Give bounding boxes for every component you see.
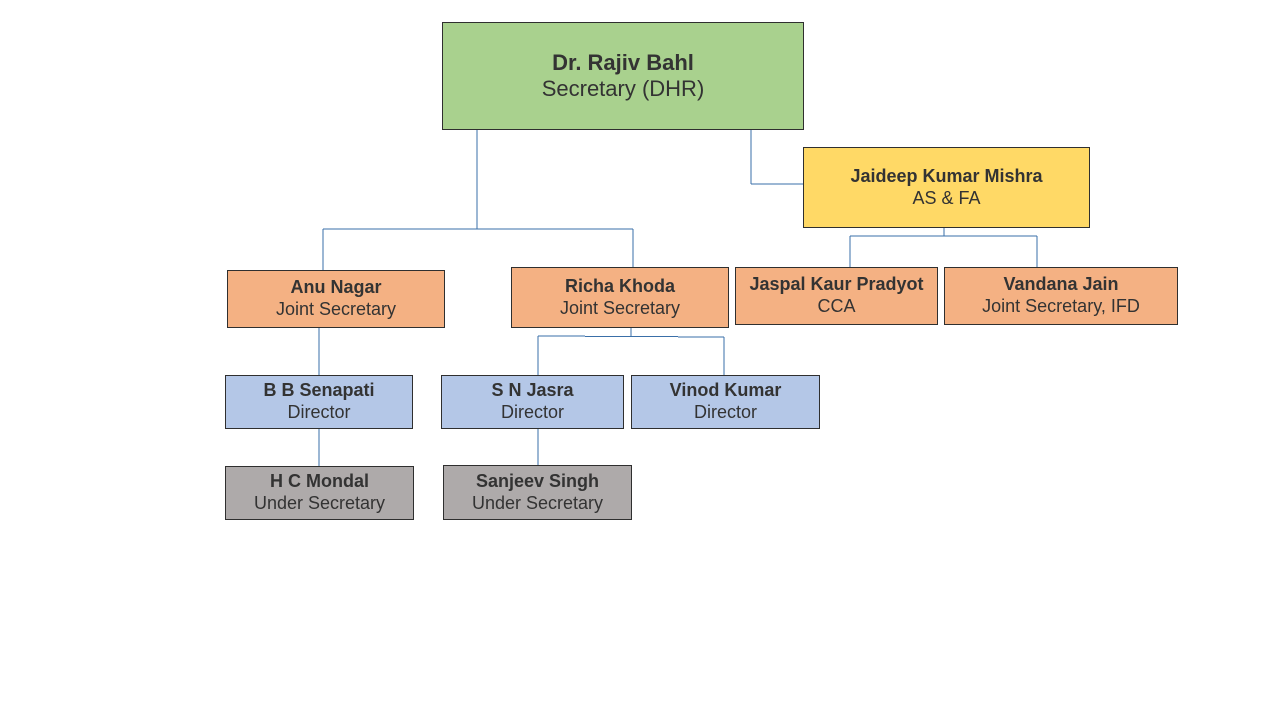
secretary-box: Dr. Rajiv Bahl Secretary (DHR) [442,22,804,130]
vinod-kumar-name: Vinod Kumar [669,380,782,401]
s-n-jasra-name: S N Jasra [491,380,574,401]
richa-khoda-title: Joint Secretary [559,297,681,318]
h-c-mondal-title: Under Secretary [253,493,386,513]
as-fa-name: Jaideep Kumar Mishra [850,165,1043,186]
sanjeev-singh-name: Sanjeev Singh [475,470,600,491]
sanjeev-singh-box: Sanjeev Singh Under Secretary [443,465,632,520]
sanjeev-singh-title: Under Secretary [471,492,604,513]
connector-richa-bus [537,335,725,338]
vandana-jain-title: Joint Secretary, IFD [982,296,1140,316]
s-n-jasra-title: Director [500,402,564,422]
h-c-mondal-name: H C Mondal [270,471,369,492]
b-b-senapati-box: B B Senapati Director [225,375,413,429]
vandana-jain-box: Vandana Jain Joint Secretary, IFD [944,267,1178,325]
s-n-jasra-box: S N Jasra Director [441,375,624,429]
jaspal-kaur-pradyot-box: Jaspal Kaur Pradyot CCA [735,267,938,325]
vandana-jain-name: Vandana Jain [1003,274,1119,295]
richa-khoda-box: Richa Khoda Joint Secretary [511,267,729,328]
richa-khoda-name: Richa Khoda [564,275,675,296]
anu-nagar-name: Anu Nagar [290,277,382,298]
secretary-title: Secretary (DHR) [541,76,705,101]
vinod-kumar-box: Vinod Kumar Director [631,375,820,429]
as-fa-title: AS & FA [912,187,981,208]
h-c-mondal-box: H C Mondal Under Secretary [225,466,414,520]
jaspal-kaur-pradyot-name: Jaspal Kaur Pradyot [749,274,924,295]
anu-nagar-title: Joint Secretary [275,299,397,319]
anu-nagar-box: Anu Nagar Joint Secretary [227,270,445,328]
jaspal-kaur-pradyot-title: CCA [817,296,856,316]
b-b-senapati-name: B B Senapati [263,380,375,401]
as-fa-box: Jaideep Kumar Mishra AS & FA [803,147,1090,228]
vinod-kumar-title: Director [693,402,757,422]
b-b-senapati-title: Director [287,402,351,422]
secretary-name: Dr. Rajiv Bahl [552,49,694,75]
